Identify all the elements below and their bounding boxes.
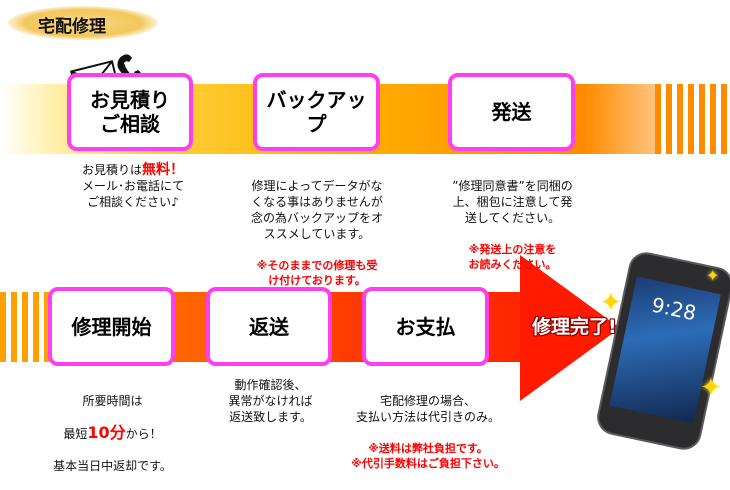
step-backup-title: バックアップ [266,88,367,136]
payment-desc-note: ※送料は弊社負担です。 ※代引手数料はご負担下さい。 [351,442,505,470]
start-desc-line1: 所要時間は [82,394,143,408]
finish-arrow [520,255,620,401]
step-start-title: 修理開始 [71,314,152,339]
finish-label: 修理完了! [532,316,617,338]
ship-desc-note: ※発送上の注意を お読みください。 [468,243,557,271]
sparkle-icon: ✦ [700,373,722,403]
step-payment: お支払 [362,287,489,366]
ship-desc-text: ”修理同意書”を同梱の 上、梱包に注意して発 送してください。 [452,179,573,225]
step-payment-desc: 宅配修理の場合、 支払い方法は代引きのみ。 ※送料は弊社負担です。 ※代引手数料… [338,377,518,487]
step-backup-desc: 修理によってデータがな くなる事はありませんが 念の為バックアップをオ ススメし… [232,162,402,304]
step-estimate-desc: お見積りは無料！ メール･お電話にて ご相談ください♪ [48,162,218,210]
header-bubble [8,6,158,40]
step-backup: バックアップ [253,73,380,151]
step-ship-desc: ”修理同意書”を同梱の 上、梱包に注意して発 送してください。 ※発送上の注意を… [430,162,595,288]
step-return: 返送 [206,287,332,366]
estimate-desc-free: 無料！ [142,162,184,178]
step-ship: 発送 [448,73,575,151]
sparkle-icon: ✦ [600,288,622,318]
start-desc-line3: 基本当日中返却です。 [53,459,172,473]
step-payment-title: お支払 [395,314,456,339]
backup-desc-note: ※そのままでの修理も受 け付けております。 [256,259,378,287]
step-estimate-title: お見積り ご相談 [90,88,170,136]
bottom-band-stripes [0,292,52,362]
step-start: 修理開始 [48,287,175,366]
estimate-desc-pre: お見積りは [81,163,142,177]
phone-clock: 9:28 [649,292,699,326]
step-return-title: 返送 [249,314,289,339]
start-desc-pre: 最短 [63,427,88,441]
step-ship-title: 発送 [491,100,532,124]
page-title: 宅配修理 [38,17,106,37]
top-band-stripes [655,84,730,154]
estimate-desc-post: メール･お電話にて ご相談ください♪ [81,179,184,209]
start-desc-post: から！ [125,427,162,441]
start-desc-min: 10分 [87,423,126,442]
step-start-desc: 所要時間は 最短10分から！ 基本当日中返却です。 [30,377,195,490]
step-return-desc: 動作確認後、 異常がなければ 返送致します。 [228,378,313,424]
step-estimate: お見積り ご相談 [67,73,193,151]
backup-desc-text: 修理によってデータがな くなる事はありませんが 念の為バックアップをオ ススメし… [250,179,383,241]
sparkle-icon: ✦ [706,266,720,285]
payment-desc-text: 宅配修理の場合、 支払い方法は代引きのみ。 [355,394,500,424]
